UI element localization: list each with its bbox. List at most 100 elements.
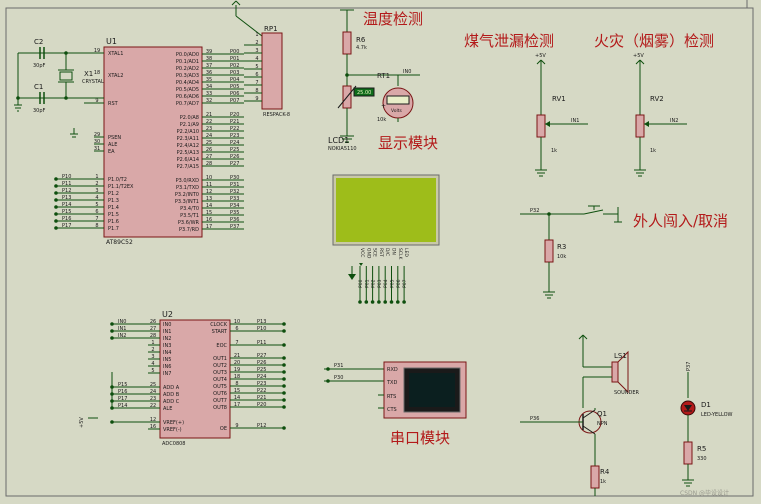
lcd1-display: LCD1 NOKIA5110 VCCP00GNDP01SCEP02RSTP03D… [328,136,440,304]
u1-net-label: P21 [230,119,239,125]
u1-pin-num: 13 [206,196,212,202]
rt1-value: 10k [377,117,386,123]
u1-pin-num: 2 [95,181,98,187]
u1-pin-num: 35 [206,77,212,83]
u1-pin-num: 19 [94,48,100,54]
u1-pin-num: 25 [206,140,212,146]
ls1-ref: LS1 [614,352,627,360]
u1-net-label: P03 [230,70,239,76]
c2-ref: C2 [34,38,43,46]
junction [370,300,375,304]
p1-net-label: P12 [62,188,71,194]
u1-pin-num: 36 [206,70,212,76]
voltmeter-unit: Volts [391,108,402,114]
junction [282,329,286,333]
u2-pin-name: IN0 [163,322,171,328]
rv1-gas-sensor: +5V RV1 IN1 1k [535,53,588,177]
u1-pin-name: P2.7/A15 [177,164,199,170]
u1-pin-num: 26 [206,147,212,153]
u1-pin-num: 18 [94,70,100,76]
junction [282,391,286,395]
title-gas: 煤气泄漏检测 [464,32,554,50]
u1-pin-name: P0.1/AD1 [176,59,199,65]
junction [54,226,58,230]
u1-pin-num: 3 [95,188,98,194]
junction [110,329,114,333]
u2-pin-num: 15 [234,388,240,394]
u2-pin-name: OUT8 [213,405,227,411]
rp1-pin-num: 8 [255,88,258,94]
u2-pin-name: ALE [163,406,172,412]
u1-net-label: P02 [230,63,239,69]
u2-pin-name: OUT3 [213,370,227,376]
d1-part: LED-YELLOW [701,412,733,418]
rv1-body [536,114,546,138]
u2-pin-num: 10 [234,319,240,325]
u2-pin-num: 25 [150,382,156,388]
p1-net-label: P17 [62,223,71,229]
junction [54,219,58,223]
u1-pin-name: P3.1/TXD [176,185,199,191]
u2-pin-name: ADD A [163,385,180,391]
junction [54,177,58,181]
u1-pin-name: RST [108,101,119,107]
u1-pin-name: P1.0/T2 [108,177,127,183]
u1-net-label: P36 [230,217,239,223]
u2-net-label: P15 [118,382,127,388]
p1-net-label: P16 [62,216,71,222]
r5-ref: R5 [697,445,706,453]
u2-net-label: P22 [257,388,266,394]
junction [110,420,114,424]
u1-pin-name: P2.6/A14 [177,157,199,163]
junction [282,322,286,326]
lcd1-net-label: P07 [402,279,408,288]
u1-pin-name: P0.4/AD4 [176,80,199,86]
u2-net-label: IN1 [118,326,126,332]
rv2-body [635,114,645,138]
u2-pin-name: IN3 [163,343,171,349]
lcd1-net-label: P02 [371,279,377,288]
d1-ref: D1 [701,401,711,409]
junction [389,300,394,304]
p1-net-label: P13 [62,195,71,201]
u1-net-label: P30 [230,175,239,181]
p1-net-label: P15 [62,209,71,215]
c2-value: 30pF [33,63,46,69]
junction [54,191,58,195]
term-net-0: P31 [334,363,343,369]
lcd1-ref: LCD1 [328,136,349,145]
u1-pin-num: 1 [95,174,98,180]
u2-pin-name: OUT4 [213,377,227,383]
u1-net-label: P31 [230,182,239,188]
lcd1-pin-name: GND [365,248,371,259]
c1-value: 30pF [33,108,46,114]
u1-pin-num: 10 [206,175,212,181]
lcd1-pin-name: SCE [372,248,378,257]
u1-pin-name: P0.0/AD0 [176,52,199,58]
rp1-part: RESPACK-8 [263,112,290,118]
u2-net-label: P17 [118,396,127,402]
u2-pin-name: OUT6 [213,391,227,397]
u1-pin-name: P0.2/AD2 [176,66,199,72]
u2-pin-name: EOC [216,343,227,349]
lcd1-net-label: P05 [390,279,396,288]
junction [54,212,58,216]
rp1-pin-num: 3 [255,48,258,54]
u2-pin-num: 28 [150,333,156,339]
u2-pin-name: OE [220,426,227,432]
u2-ref: U2 [162,310,173,319]
u2-pin-num: 19 [234,367,240,373]
u2-net-label: P24 [257,374,266,380]
lcd1-pins: VCCP00GNDP01SCEP02RSTP03D/CP04DNP05SCLKP… [348,248,409,304]
u1-pin-num: 29 [94,132,100,138]
rt1-readout: 25.00 [357,90,371,96]
u1-pin-name: P3.6/WR [178,220,200,226]
u1-net-label: P06 [230,91,239,97]
lcd1-pin-name: VCC [359,248,365,257]
r4-value: 1k [600,479,606,485]
